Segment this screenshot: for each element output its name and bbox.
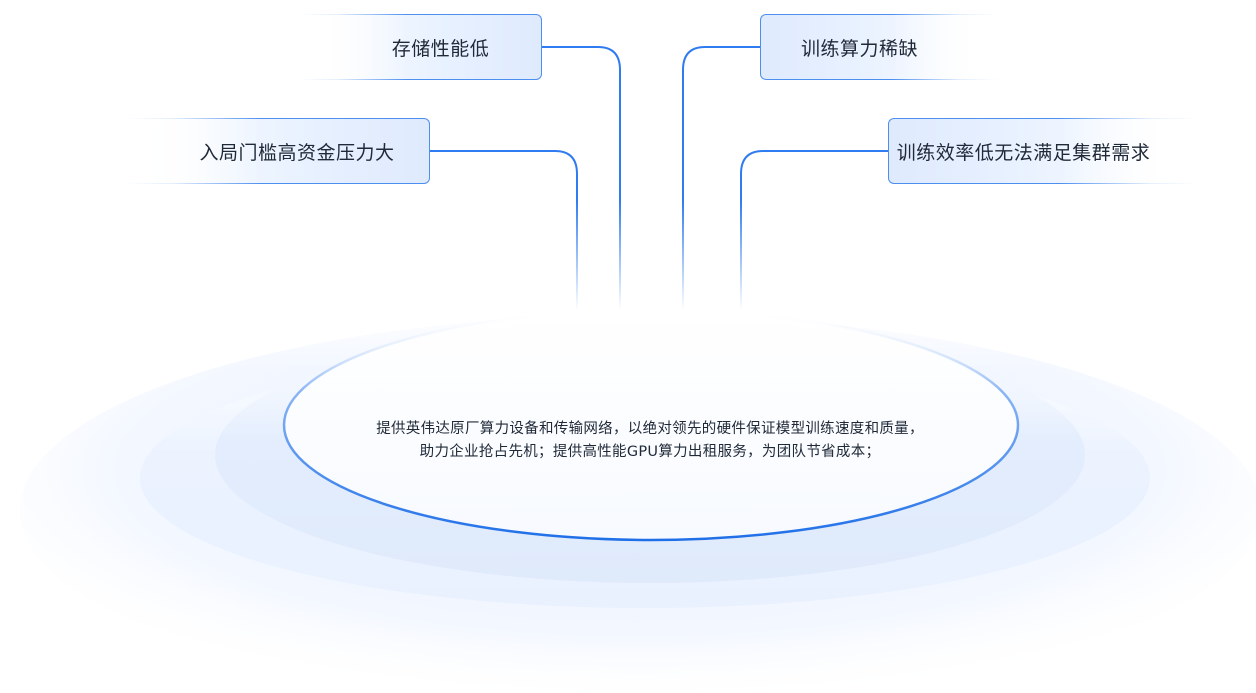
solution-description: 提供英伟达原厂算力设备和传输网络，以绝对领先的硬件保证模型训练速度和质量， 助力… (320, 418, 980, 464)
problem-card-label: 训练算力稀缺 (800, 37, 918, 60)
problem-card-entry: 入局门槛高资金压力大 (125, 117, 430, 185)
solution-line-1: 提供英伟达原厂算力设备和传输网络，以绝对领先的硬件保证模型训练速度和质量， (376, 421, 924, 437)
ring-core (282, 308, 1020, 542)
problem-card-efficiency: 训练效率低无法满足集群需求 (888, 117, 1198, 185)
problem-card-scarce: 训练算力稀缺 (760, 13, 998, 81)
problem-card-label: 存储性能低 (391, 37, 490, 60)
problem-card-storage: 存储性能低 (300, 13, 542, 81)
solution-line-2: 助力企业抢占先机；提供高性能GPU算力出租服务，为团队节省成本； (419, 444, 881, 460)
problem-card-label: 训练效率低无法满足集群需求 (896, 141, 1151, 164)
problem-card-label: 入局门槛高资金压力大 (199, 141, 395, 164)
